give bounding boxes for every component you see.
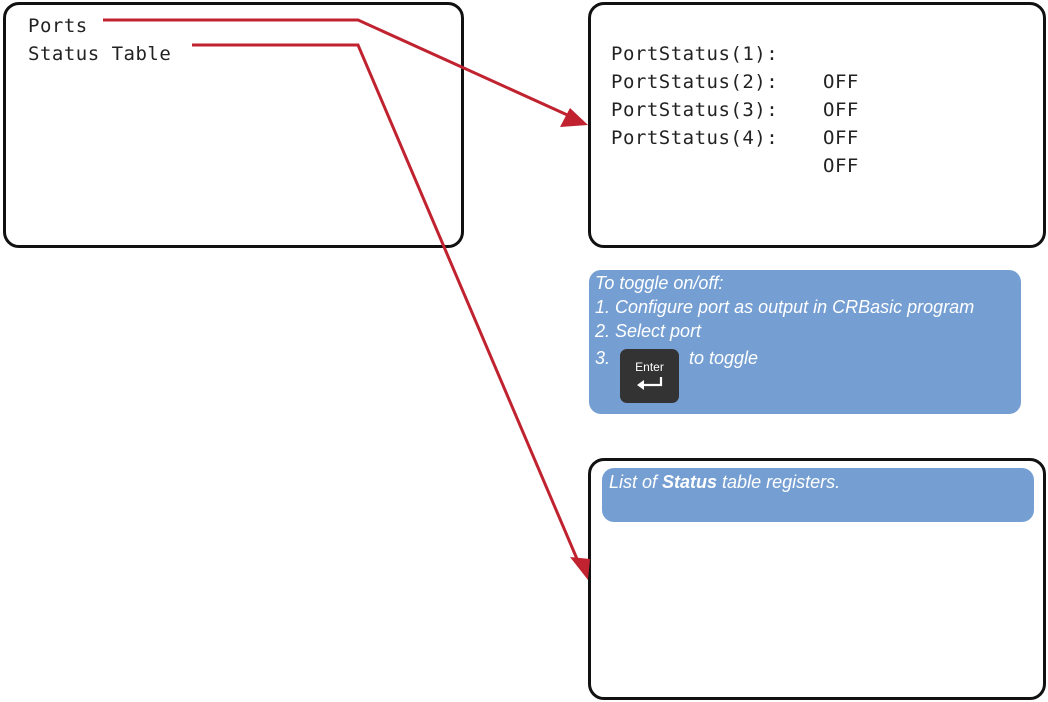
- status-table-note: List of Status table registers.: [602, 468, 1034, 522]
- ports-screen: PortStatus(1): OFF PortStatus(2): OFF Po…: [588, 2, 1046, 248]
- port-status-row[interactable]: PortStatus(4): OFF: [611, 96, 858, 208]
- status-table-connector-arrow: [192, 43, 590, 580]
- port-status-row[interactable]: PortStatus(3): OFF: [611, 68, 858, 180]
- enter-key: Enter: [620, 349, 679, 403]
- menu-item-status-table[interactable]: Status Table: [28, 43, 172, 65]
- enter-key-label: Enter: [635, 360, 664, 374]
- menu-screen: Ports Status Table: [3, 2, 464, 248]
- port-status-label: PortStatus(2):: [611, 71, 779, 93]
- port-status-value: OFF: [823, 99, 859, 121]
- port-status-value: OFF: [823, 155, 859, 177]
- port-status-value: OFF: [823, 127, 859, 149]
- port-status-value: OFF: [823, 71, 859, 93]
- toggle-instructions-note: To toggle on/off: 1. Configure port as o…: [589, 270, 1021, 414]
- status-note-suffix: table registers.: [717, 472, 841, 492]
- note-step-3-text: to toggle: [689, 348, 759, 368]
- status-note-prefix: List of: [609, 472, 663, 492]
- enter-arrow-icon: [637, 377, 663, 390]
- port-status-row[interactable]: PortStatus(2): OFF: [611, 40, 858, 152]
- ports-connector-arrow: [103, 18, 588, 127]
- port-status-label: PortStatus(3):: [611, 99, 779, 121]
- note-step-1: 1. Configure port as output in CRBasic p…: [595, 297, 975, 317]
- status-note-emphasis: Status: [662, 472, 718, 492]
- note-step-2: 2. Select port: [595, 321, 702, 341]
- note-title: To toggle on/off:: [595, 273, 724, 293]
- note-step-3-number: 3.: [595, 348, 611, 368]
- status-note-text: List of Status table registers.: [609, 470, 840, 494]
- port-status-row[interactable]: PortStatus(1): OFF: [611, 12, 858, 124]
- port-status-label: PortStatus(4):: [611, 127, 779, 149]
- port-status-label: PortStatus(1):: [611, 43, 779, 65]
- menu-item-ports[interactable]: Ports: [28, 15, 88, 37]
